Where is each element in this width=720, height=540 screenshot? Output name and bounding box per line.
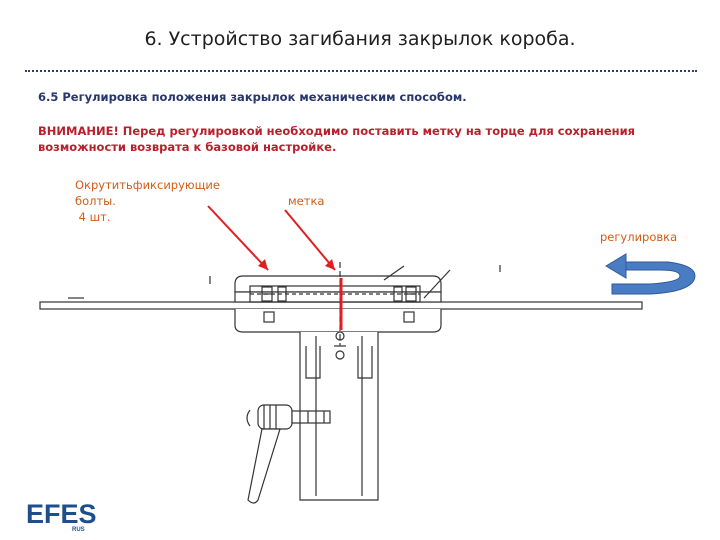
mark-label: метка bbox=[288, 194, 325, 208]
bolt-pointer-arrow bbox=[207, 205, 269, 271]
dotted-divider bbox=[25, 70, 697, 72]
rotation-arrow-icon bbox=[605, 253, 696, 295]
bolts-label-line3: 4 шт. bbox=[75, 210, 111, 224]
pointer-arrows bbox=[207, 205, 343, 330]
mark-pointer-arrow bbox=[284, 209, 336, 271]
page-title: 6. Устройство загибания закрылок короба. bbox=[144, 28, 576, 50]
company-logo: EFES bbox=[26, 499, 97, 529]
bolt-left-inner bbox=[277, 286, 287, 302]
adjust-label: регулировка bbox=[600, 230, 678, 244]
warning-text: ВНИМАНИЕ! Перед регулировкой необходимо … bbox=[38, 124, 636, 154]
company-logo-sub: RUS bbox=[72, 527, 85, 533]
section-subtitle: 6.5 Регулировка положения закрылок механ… bbox=[38, 90, 467, 104]
bolt-right-outer bbox=[405, 286, 417, 302]
bolts-label-line1: Окрутитьфиксирующие bbox=[75, 178, 220, 192]
bolts-label: Окрутитьфиксирующие болты. 4 шт. bbox=[75, 177, 220, 225]
lever-handle bbox=[246, 404, 331, 504]
upper-housing bbox=[234, 275, 442, 293]
bolt-left-outer bbox=[261, 286, 273, 302]
bolt-right-inner bbox=[393, 286, 403, 302]
bolts-label-line2: болты. bbox=[75, 194, 116, 208]
